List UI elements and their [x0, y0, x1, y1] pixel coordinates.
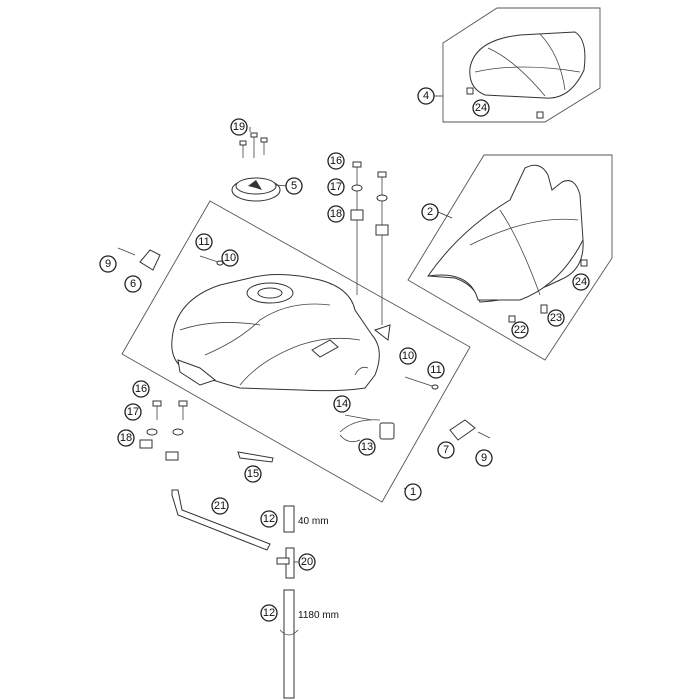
callout-16-lower: 16 [132, 380, 150, 398]
seat-bolt-23 [540, 304, 548, 314]
callout-12-long: 12 [260, 604, 278, 622]
fuel-level-sensor [339, 414, 395, 443]
callout-4: 4 [417, 87, 435, 105]
svg-text:24: 24 [475, 102, 487, 114]
svg-text:21: 21 [214, 500, 226, 512]
callout-20: 20 [298, 553, 316, 571]
svg-text:15: 15 [247, 468, 259, 480]
callout-24-rear-seat: 24 [472, 99, 490, 117]
svg-text:11: 11 [198, 236, 209, 248]
breather-hose-bent [171, 489, 271, 551]
svg-text:13: 13 [361, 441, 373, 453]
svg-text:11: 11 [430, 364, 441, 376]
hose-short-length: 40 mm [298, 516, 329, 527]
svg-text:17: 17 [330, 181, 342, 193]
callout-1: 1 [404, 483, 422, 501]
seat-group-box [407, 154, 613, 361]
fuel-cap [231, 177, 281, 202]
rear-seat-cover [469, 31, 586, 99]
rear-seat-clip-left [466, 87, 474, 95]
svg-text:16: 16 [330, 155, 342, 167]
callout-11-lower: 11 [427, 361, 445, 379]
callout-18-upper: 18 [327, 205, 345, 223]
svg-text:24: 24 [575, 276, 587, 288]
svg-text:17: 17 [127, 406, 139, 418]
svg-text:5: 5 [291, 180, 297, 192]
svg-text:9: 9 [481, 452, 487, 464]
callout-6: 6 [124, 275, 142, 293]
callout-12-short: 12 [260, 510, 278, 528]
seat [427, 164, 584, 303]
heat-shield [237, 451, 274, 463]
callout-2: 2 [421, 203, 439, 221]
callout-18-lower: 18 [117, 429, 135, 447]
callout-7: 7 [437, 441, 455, 459]
svg-text:14: 14 [336, 398, 348, 410]
callout-10-upper: 10 [221, 249, 239, 267]
svg-text:10: 10 [402, 350, 414, 362]
svg-text:16: 16 [135, 383, 147, 395]
callout-9-upper: 9 [99, 255, 117, 273]
svg-text:23: 23 [550, 312, 562, 324]
tank-mount-bolts-lower [139, 400, 188, 461]
svg-text:7: 7 [443, 444, 449, 456]
callout-11-upper: 11 [195, 233, 213, 251]
tank-bracket-right [449, 419, 476, 441]
svg-text:20: 20 [301, 556, 313, 568]
callout-13: 13 [358, 438, 376, 456]
callout-22: 22 [511, 321, 529, 339]
callout-5: 5 [285, 177, 303, 195]
rear-seat-group-box [442, 7, 601, 123]
bracket-screw-left [117, 247, 136, 256]
tank-mount-bolts-upper [350, 161, 389, 325]
callout-24-seat: 24 [572, 273, 590, 291]
svg-text:19: 19 [233, 121, 245, 133]
callout-14: 14 [333, 395, 351, 413]
callout-15: 15 [244, 465, 262, 483]
svg-text:4: 4 [423, 90, 429, 102]
callout-17-lower: 17 [124, 403, 142, 421]
svg-text:12: 12 [263, 513, 275, 525]
hose-long-length: 1180 mm [298, 610, 339, 621]
fuel-tank-group-box [121, 200, 471, 503]
svg-text:6: 6 [130, 278, 136, 290]
screws-10-11-lower [404, 376, 439, 390]
svg-text:18: 18 [330, 208, 342, 220]
hose-t-piece [276, 547, 295, 579]
callout-19: 19 [230, 118, 248, 136]
callout-17-upper: 17 [327, 178, 345, 196]
fuel-tank [171, 273, 391, 392]
hose-long [283, 589, 295, 699]
screws-10-11-upper [199, 255, 224, 266]
fuel-cap-screws [239, 132, 268, 158]
svg-text:2: 2 [427, 206, 433, 218]
svg-text:1: 1 [410, 486, 416, 498]
svg-text:22: 22 [514, 324, 526, 336]
rear-seat-clip-right [536, 111, 544, 119]
callout-21: 21 [211, 497, 229, 515]
tank-bracket-left [139, 249, 161, 271]
bracket-screw-right [477, 431, 491, 439]
seat-nut-22 [508, 315, 516, 323]
hose-short [283, 505, 295, 533]
svg-text:18: 18 [120, 432, 132, 444]
svg-text:12: 12 [263, 607, 275, 619]
svg-text:9: 9 [105, 258, 111, 270]
callout-23: 23 [547, 309, 565, 327]
callout-16-upper: 16 [327, 152, 345, 170]
callout-9-lower: 9 [475, 449, 493, 467]
svg-text:10: 10 [224, 252, 236, 264]
seat-nut-24 [580, 259, 588, 267]
callout-10-lower: 10 [399, 347, 417, 365]
